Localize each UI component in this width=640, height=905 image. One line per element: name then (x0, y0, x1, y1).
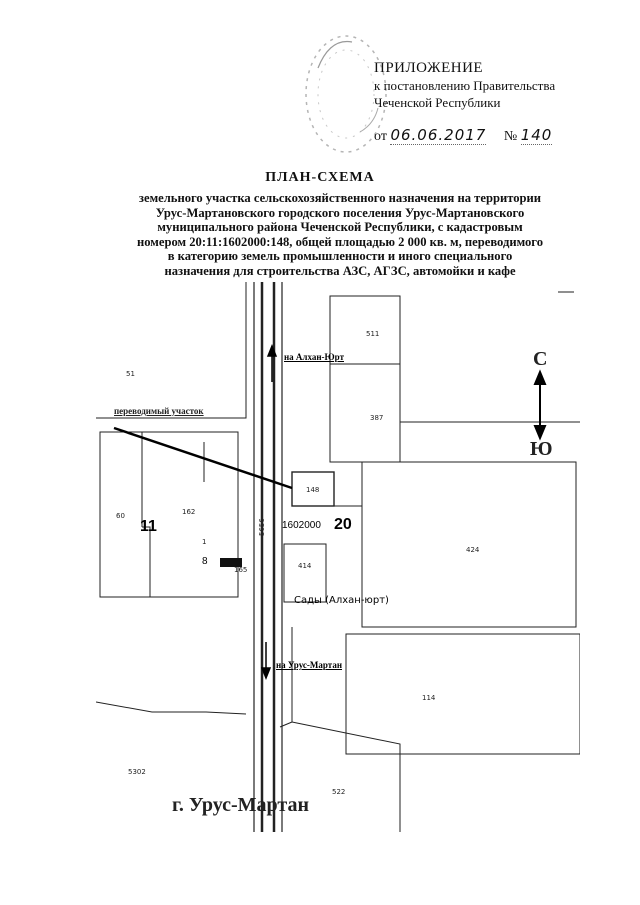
number-prefix: № (503, 129, 518, 144)
map-drawing (96, 282, 580, 832)
quarter-region-label: 20 (334, 516, 352, 533)
parcel-boundary (142, 526, 151, 597)
parcel-label: 60 (116, 512, 125, 520)
document-title: ПЛАН-СХЕМА (265, 170, 375, 185)
road-south-label: на Урус-Мартан (276, 660, 343, 670)
date-prefix: от (374, 129, 387, 144)
parcel-boundary (291, 721, 401, 832)
subtitle-line: в категорию земель промышленности и иног… (167, 249, 513, 263)
compass-arrow-up-icon (533, 369, 547, 385)
parcel-label: 165 (234, 566, 248, 574)
road-code-label: 5656 (258, 518, 266, 536)
marker-block (220, 558, 242, 567)
parcel-boundary (283, 543, 327, 603)
parcel-boundary (329, 364, 401, 463)
appendix-date-number: от 06.06.2017 № 140 (374, 126, 624, 145)
parcel-label: 387 (370, 414, 384, 422)
parcel-label: 511 (366, 330, 380, 338)
road-north-label: на Алхан-Юрт (284, 352, 344, 362)
compass-arrow-down-icon (533, 425, 547, 441)
arrow-up-icon (266, 343, 278, 357)
annotation-leader-line (113, 426, 293, 490)
parcel-boundary (361, 461, 577, 628)
compass-north-label: С (533, 348, 548, 370)
parcel-boundary (96, 282, 247, 419)
parcel-label: 414 (298, 562, 312, 570)
arrow-down-icon (260, 667, 272, 681)
appendix-block: ПРИЛОЖЕНИЕ к постановлению Правительства… (374, 60, 624, 145)
quarter-district-label: 11 (140, 518, 157, 535)
parcel-label: 114 (422, 694, 436, 702)
stamp-seal-icon (305, 35, 387, 153)
appendix-number: 140 (520, 126, 553, 145)
subtitle-line: номером 20:11:1602000:148, общей площадь… (136, 234, 544, 249)
compass-south-label: Ю (530, 438, 553, 460)
selected-parcel-annotation: переводимый участок (114, 406, 204, 416)
parcel-boundary (96, 701, 247, 715)
city-label: г. Урус-Мартан (172, 794, 309, 816)
subtitle-line: назначения для строительства АЗС, АГЗС, … (164, 263, 516, 278)
subtitle-line: муниципального района Чеченской Республи… (157, 220, 523, 234)
parcel-label: 522 (332, 788, 346, 796)
parcel-label: 1 (202, 538, 207, 546)
appendix-line-2: Чеченской Республики (374, 95, 501, 110)
document-subtitle: земельного участка сельскохозяйственного… (100, 191, 580, 278)
parcel-label-selected: 148 (306, 486, 320, 494)
garden-label: Сады (Алхан-юрт) (294, 595, 389, 606)
parcel-boundary (99, 431, 239, 598)
parcel-boundary-selected (291, 471, 335, 507)
parcel-boundary (329, 295, 401, 365)
subtitle-line: Урус-Мартановского городского поселения … (155, 205, 525, 220)
parcel-label: 424 (466, 546, 480, 554)
quarter-block-label: 1602000 (282, 520, 321, 531)
parcel-label: 51 (126, 370, 135, 378)
cadastral-map: 511 51 387 148 60 162 414 424 114 5302 5… (96, 282, 580, 832)
appendix-title: ПРИЛОЖЕНИЕ (374, 60, 484, 76)
parcel-boundary (345, 633, 580, 755)
subtitle-line: земельного участка сельскохозяйственного… (138, 191, 542, 205)
appendix-line-1: к постановлению Правительства (374, 78, 556, 93)
parcel-label: 162 (182, 508, 196, 516)
parcel-label: 5302 (128, 768, 146, 776)
appendix-date: 06.06.2017 (390, 126, 487, 145)
parcel-label: 8 (202, 556, 208, 567)
